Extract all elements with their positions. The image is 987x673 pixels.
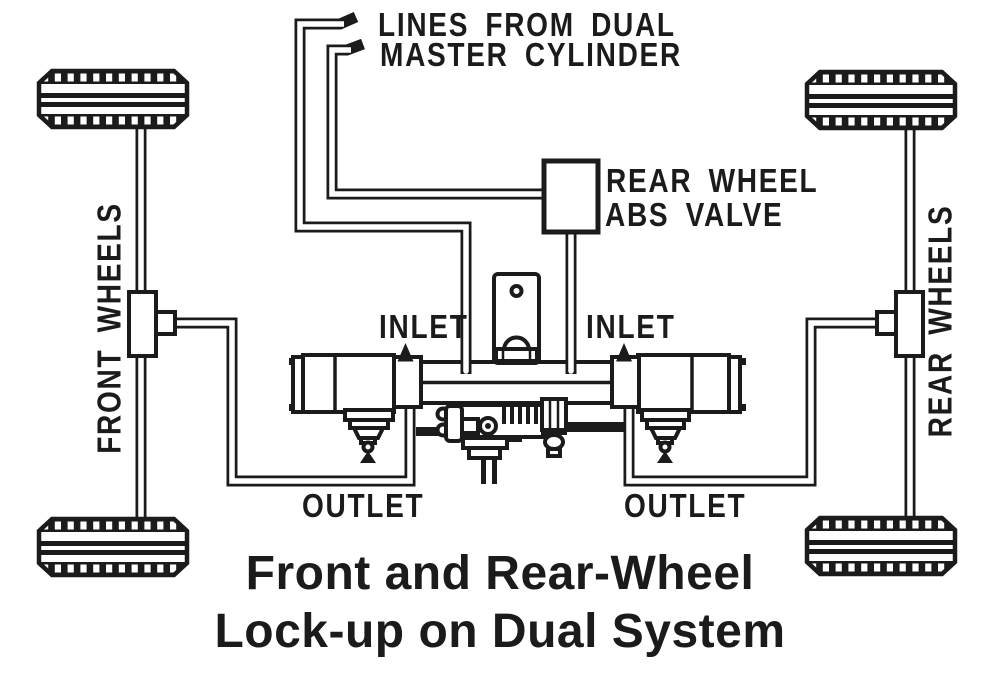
label-lines-from-dual: LINES FROM DUAL (378, 6, 676, 43)
diagram-title-line1: Front and Rear-Wheel (245, 547, 755, 600)
front-outlet-brake-line (170, 317, 416, 487)
left-hose-link (416, 427, 452, 436)
label-rear-wheels: REAR WHEELS (921, 204, 959, 438)
tire-rear-left (806, 72, 956, 128)
rear-outlet-brake-line (623, 317, 882, 487)
diagram-title-line2: Lock-up on Dual System (214, 605, 786, 658)
right-inlet-block (610, 355, 641, 409)
front-tee-fitting (127, 290, 177, 358)
label-rear-wheel-abs-line1: REAR WHEEL (606, 162, 819, 199)
master-cylinder-line-front-circuit (294, 11, 472, 374)
label-front-wheels: FRONT WHEELS (90, 202, 128, 454)
label-inlet-right: INLET (586, 308, 676, 345)
label-outlet-right: OUTLET (624, 487, 747, 524)
label-outlet-left: OUTLET (302, 487, 425, 524)
control-valve-assembly (435, 397, 568, 484)
inlet-arrow-right (616, 343, 632, 362)
mounting-bracket (492, 272, 541, 365)
label-inlet-left: INLET (379, 308, 469, 345)
rear-tee-fitting (875, 290, 925, 358)
inlet-arrow-left (397, 343, 414, 362)
rear-abs-valve-box (541, 158, 601, 235)
label-master-cylinder: MASTER CYLINDER (380, 36, 682, 73)
right-hose-link (566, 422, 624, 432)
axle-housing-bar (416, 360, 617, 405)
left-inlet-block (392, 355, 423, 409)
left-brake-chamber (289, 353, 396, 463)
tire-rear-right (806, 518, 956, 574)
tire-front-left (38, 71, 188, 127)
label-rear-wheel-abs-line2: ABS VALVE (605, 196, 784, 233)
right-brake-chamber (636, 353, 746, 463)
master-cylinder-line-rear-circuit (326, 38, 577, 374)
tire-front-right (38, 519, 188, 575)
